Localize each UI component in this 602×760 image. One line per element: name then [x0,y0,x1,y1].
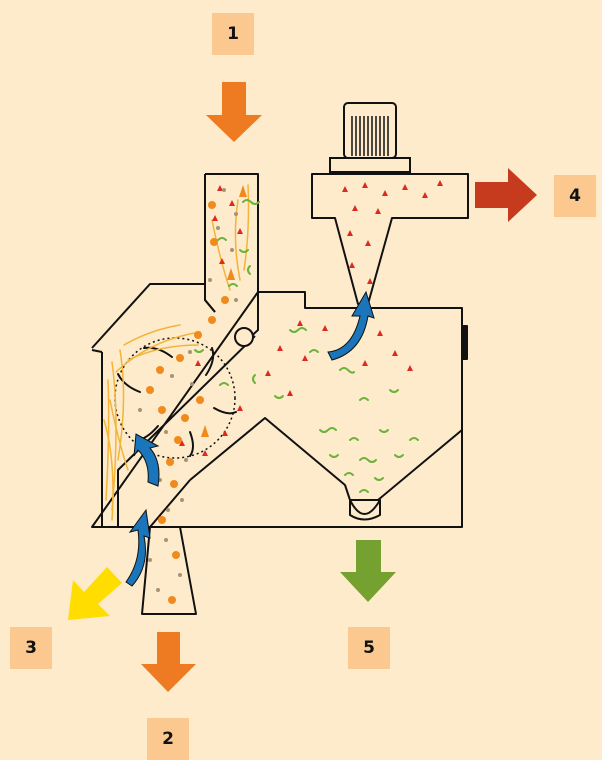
fine-output-arrow [475,168,537,222]
fan-motor [330,103,410,172]
label-medium-output: 5 [348,627,390,669]
label-heavy-output: 2 [147,718,189,760]
red-particles [179,180,443,456]
feed-arrow [206,82,262,142]
main-housing [92,284,462,527]
hopper [190,418,350,500]
label-fine-output: 4 [554,175,596,217]
heavy-output-arrow [141,632,196,692]
machine-housing [92,174,468,614]
light-output-arrow [68,567,122,620]
label-light-output: 3 [10,627,52,669]
medium-output-arrow [340,540,396,602]
cyclone [312,174,468,304]
label-feed: 1 [212,13,254,55]
light-fibers [104,185,249,520]
